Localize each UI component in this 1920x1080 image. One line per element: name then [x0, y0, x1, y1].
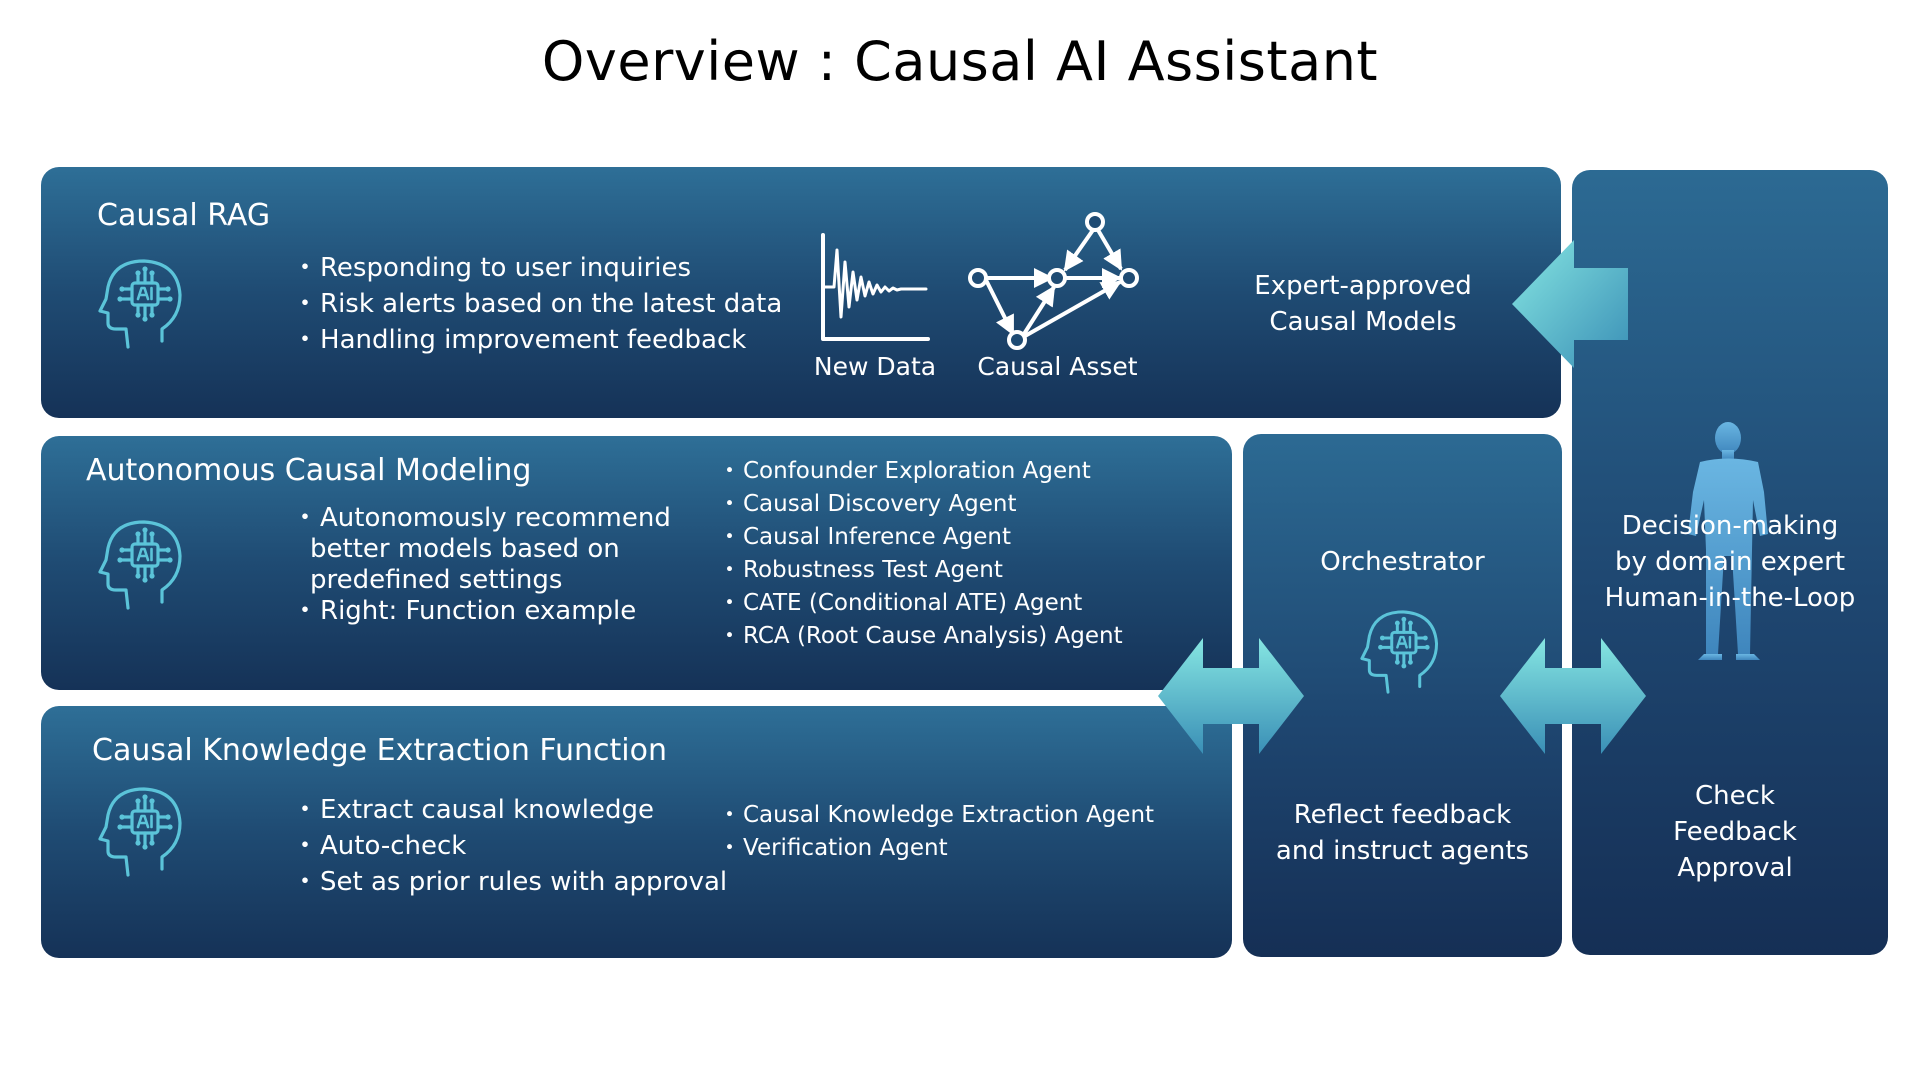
- ai-head-icon: [98, 516, 188, 614]
- list-item: Handling improvement feedback: [292, 322, 782, 358]
- causal-asset-label: Causal Asset: [977, 352, 1138, 381]
- list-item: Set as prior rules with approval: [292, 864, 727, 900]
- causal-rag-title: Causal RAG: [97, 198, 271, 233]
- causal-graph-icon: [965, 212, 1145, 350]
- list-item: Causal Discovery Agent: [718, 488, 1123, 521]
- knowledge-extraction-bullets: Extract causal knowledge Auto-check Set …: [292, 792, 727, 900]
- expert-approved-models: Expert-approved Causal Models: [1233, 268, 1493, 340]
- action-line: Feedback: [1673, 817, 1797, 847]
- expert-models-line: Causal Models: [1269, 307, 1457, 337]
- list-item: Robustness Test Agent: [718, 554, 1123, 587]
- ai-head-icon: [98, 783, 188, 881]
- double-arrow: [1500, 638, 1646, 754]
- action-line: Check: [1695, 781, 1775, 811]
- extraction-agents-list: Causal Knowledge Extraction Agent Verifi…: [718, 799, 1154, 865]
- decision-line: Human-in-the-Loop: [1604, 583, 1856, 613]
- list-item: RCA (Root Cause Analysis) Agent: [718, 620, 1123, 653]
- list-item: Responding to user inquiries: [292, 250, 782, 286]
- ai-head-icon: [1360, 606, 1444, 698]
- human-actions-text: Check Feedback Approval: [1577, 778, 1893, 886]
- causal-rag-bullets: Responding to user inquiries Risk alerts…: [292, 250, 782, 358]
- list-item: Risk alerts based on the latest data: [292, 286, 782, 322]
- double-arrow: [1158, 638, 1304, 754]
- list-item: CATE (Conditional ATE) Agent: [718, 587, 1123, 620]
- new-data-label: New Data: [813, 352, 937, 381]
- autonomous-modeling-title: Autonomous Causal Modeling: [86, 453, 532, 488]
- orchestrator-description-line: and instruct agents: [1275, 836, 1530, 866]
- list-item: Autonomously recommend better models bas…: [292, 503, 672, 596]
- list-item: Right: Function example: [292, 596, 672, 627]
- time-series-chart-icon: [820, 232, 930, 342]
- page-title: Overview : Causal AI Assistant: [541, 30, 1379, 93]
- person-icon: [1680, 422, 1780, 662]
- list-item: Causal Knowledge Extraction Agent: [718, 799, 1154, 832]
- list-item: Causal Inference Agent: [718, 521, 1123, 554]
- orchestrator-description-line: Reflect feedback: [1293, 800, 1512, 830]
- orchestrator-title: Orchestrator: [1320, 547, 1485, 577]
- list-item: Verification Agent: [718, 832, 1154, 865]
- list-item: Extract causal knowledge: [292, 792, 727, 828]
- orchestrator-description: Reflect feedback and instruct agents: [1243, 797, 1562, 869]
- decision-line: by domain expert: [1614, 547, 1846, 577]
- list-item: Confounder Exploration Agent: [718, 455, 1123, 488]
- list-item: Auto-check: [292, 828, 727, 864]
- left-arrow: [1512, 240, 1628, 368]
- decision-line: Decision-making: [1621, 511, 1839, 541]
- expert-decision-text: Decision-making by domain expert Human-i…: [1572, 508, 1888, 616]
- knowledge-extraction-title: Causal Knowledge Extraction Function: [92, 733, 667, 768]
- modeling-agents-list: Confounder Exploration Agent Causal Disc…: [718, 455, 1123, 653]
- action-line: Approval: [1677, 853, 1793, 883]
- autonomous-modeling-bullets: Autonomously recommend better models bas…: [292, 503, 672, 627]
- ai-head-icon: [98, 255, 188, 353]
- expert-models-line: Expert-approved: [1254, 271, 1472, 301]
